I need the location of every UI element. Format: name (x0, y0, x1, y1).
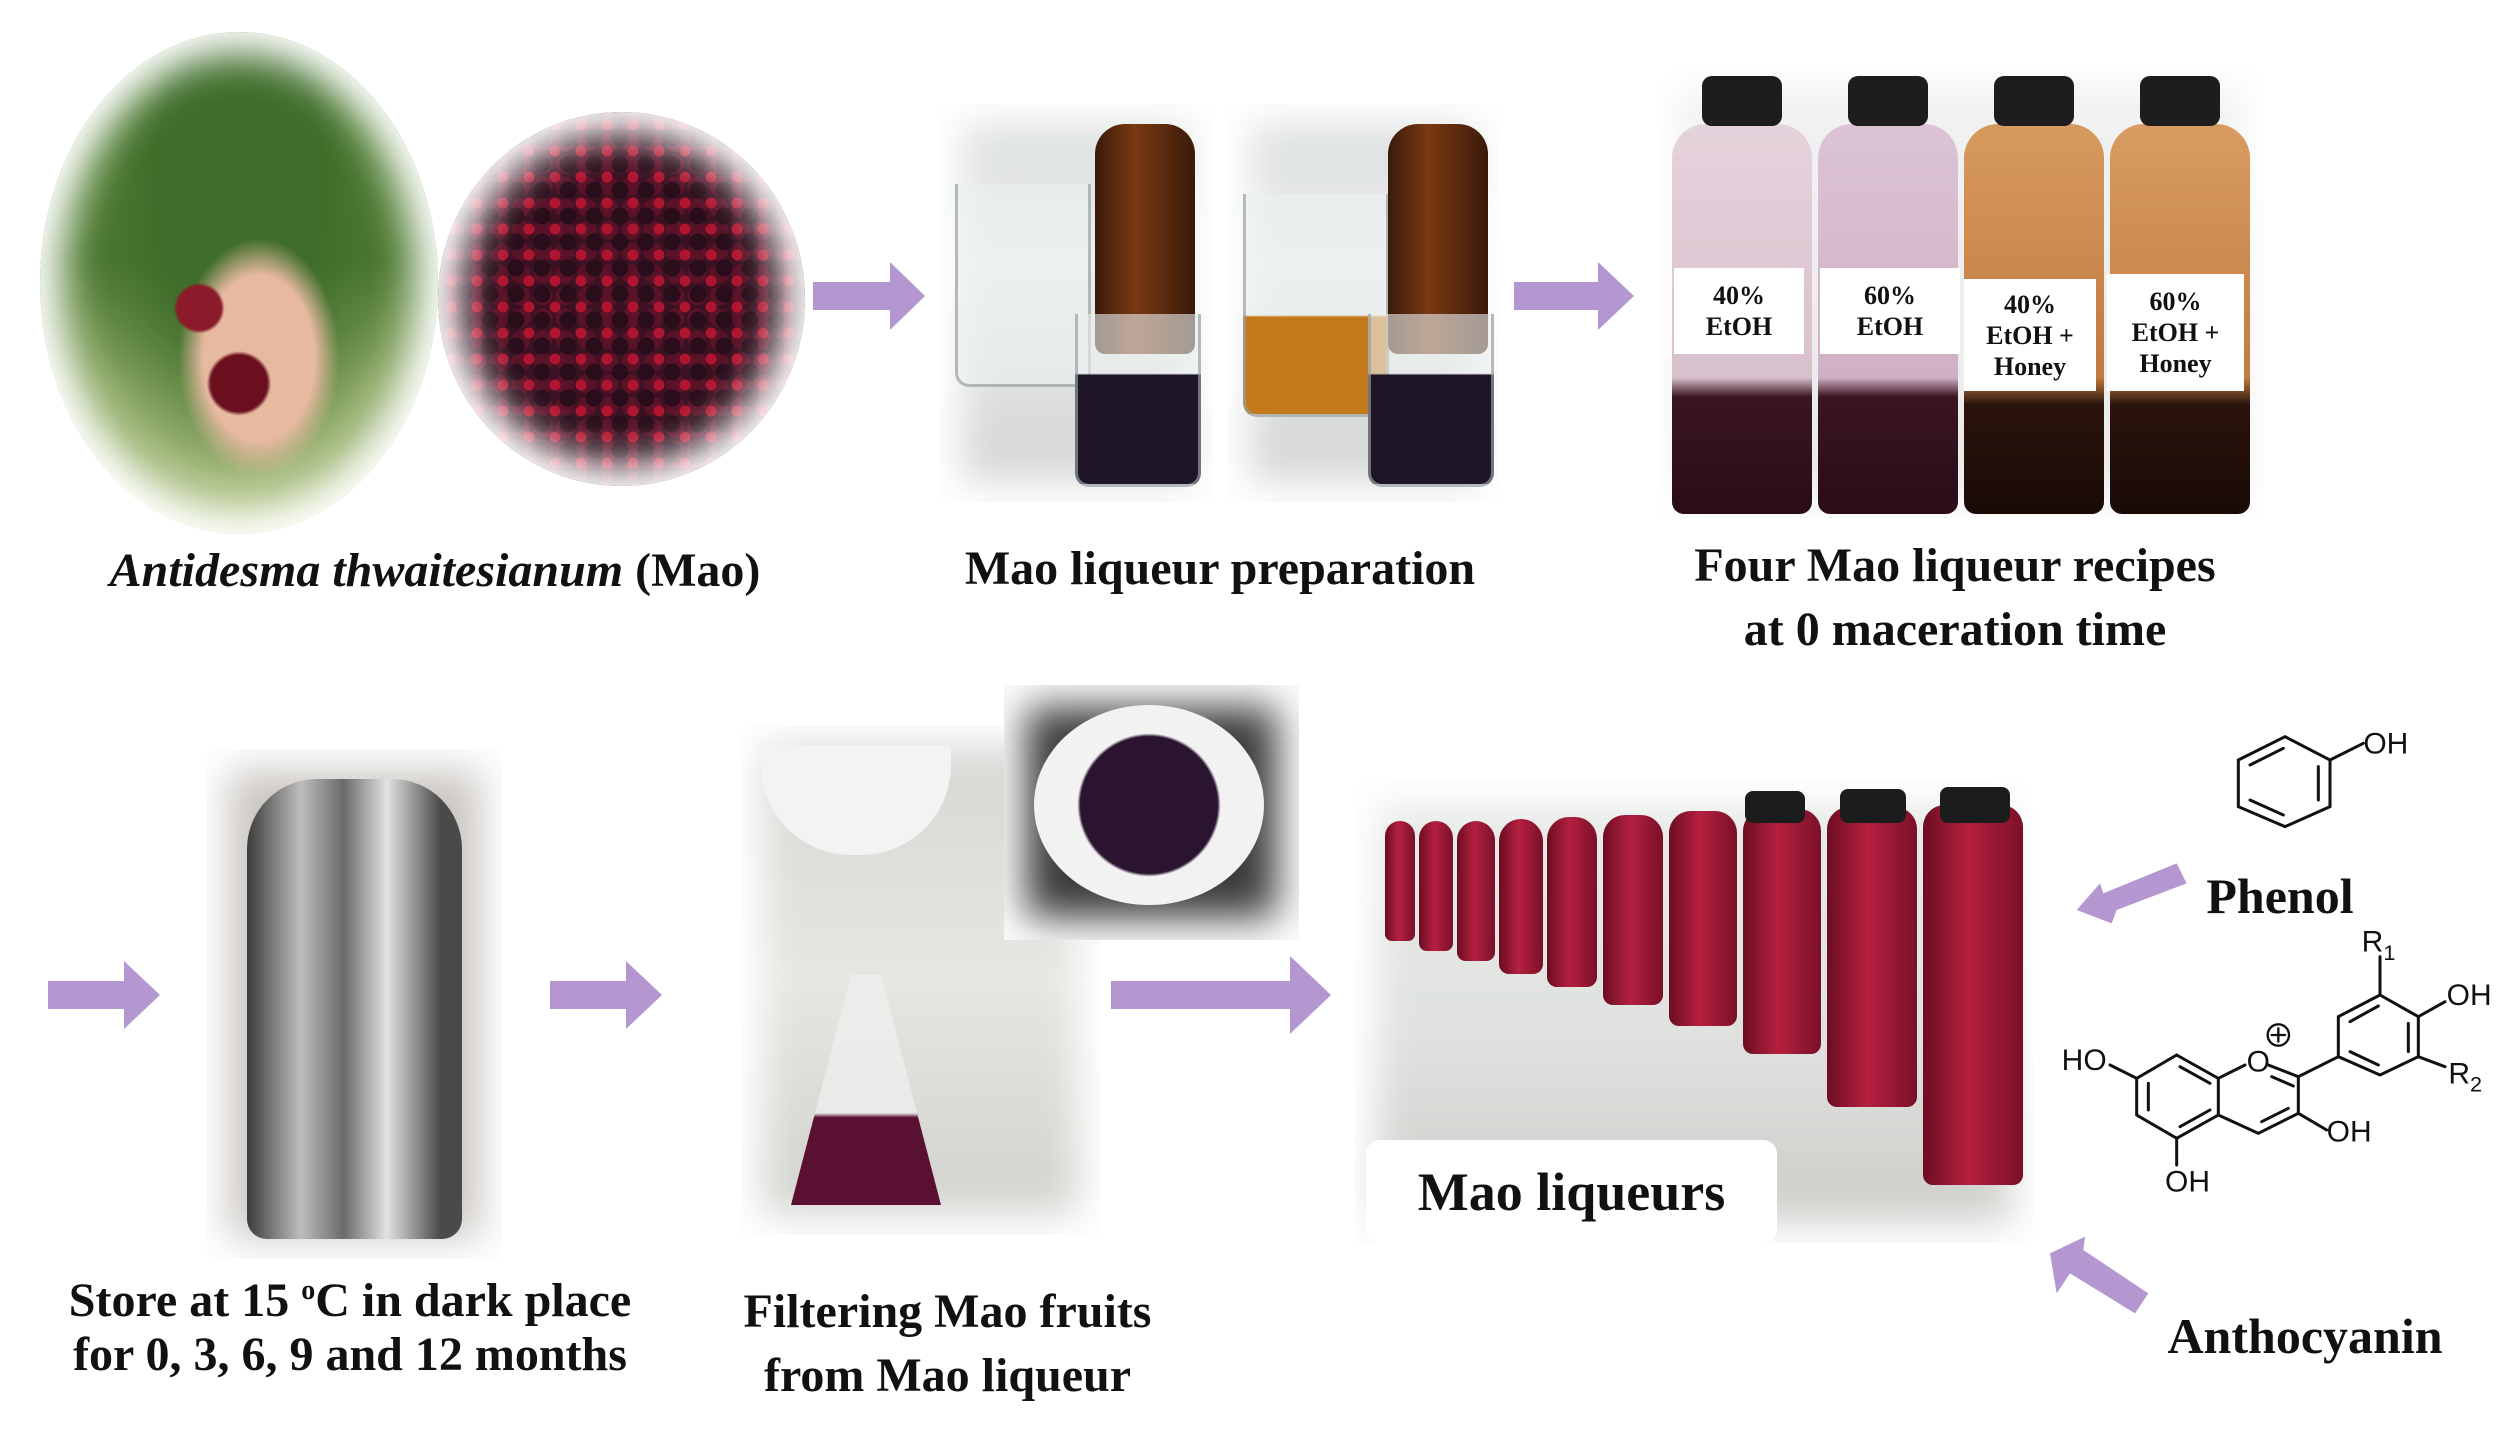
r-symbol: R (2362, 926, 2384, 959)
filtered-fruits-inset-photo (1004, 685, 1299, 940)
ho-label: HO (2062, 1044, 2107, 1077)
phenol-name: Phenol (2206, 868, 2354, 924)
bowl-of-fruits (1034, 705, 1264, 905)
liqueur-bottle (1419, 821, 1453, 951)
r2-subscript: 2 (2470, 1072, 2482, 1097)
filtering-caption-line2: from Mao liqueur (763, 1349, 1132, 1402)
foil-bottle (247, 779, 462, 1239)
storage-text: C in dark place (315, 1274, 632, 1327)
liqueur-bottle (1923, 805, 2023, 1185)
recipe-label-60-etoh-honey: 60% EtOH + Honey (2107, 274, 2244, 391)
liqueur-bottle (1385, 821, 1415, 941)
r1-label: R1 (2362, 926, 2396, 965)
ring-oxygen-label: O (2247, 1046, 2270, 1079)
species-name: Antidesma thwaitesianum (109, 544, 624, 597)
mao-liqueurs-label: Mao liqueurs (1366, 1140, 1777, 1243)
phenol-structure (2236, 734, 2365, 829)
phenol-oh-label: OH (2363, 727, 2408, 760)
r2-label: R2 (2448, 1057, 2482, 1096)
beaker-ethanol (955, 184, 1091, 387)
label-line: EtOH (1705, 312, 1773, 341)
storage-caption-line2: for 0, 3, 6, 9 and 12 months (73, 1328, 627, 1381)
degree-sup: o (301, 1275, 316, 1306)
bottle-cap (2140, 76, 2220, 126)
beaker-fruits (1368, 314, 1494, 487)
bottle-cap (1840, 789, 1906, 823)
filtering-caption-line1: Filtering Mao fruits (743, 1285, 1152, 1338)
recipe-label-60-etoh: 60% EtOH (1820, 268, 1960, 354)
liqueur-bottle (1457, 821, 1495, 961)
r-symbol: R (2448, 1057, 2470, 1090)
preparation-photo-2 (1228, 104, 1498, 502)
label-line: 40% (1713, 281, 1765, 310)
fruit-caption: Antidesma thwaitesianum (Mao) (40, 539, 830, 603)
beaker-fruits (1075, 314, 1201, 487)
arrow-right-icon (550, 961, 662, 1029)
beaker-honey (1243, 194, 1389, 417)
recipes-caption-line1: Four Mao liqueur recipes (1694, 539, 2216, 592)
label-line: Honey (1993, 351, 2067, 381)
bottle-cap (1994, 76, 2074, 126)
bottle-cap (1848, 76, 1928, 126)
liqueur-bottle (1743, 809, 1821, 1054)
liqueur-bottle (1547, 817, 1597, 987)
four-recipes-photo: 40% EtOH 60% EtOH 40% EtOH + Honey 60% E… (1658, 64, 2264, 518)
preparation-caption: Mao liqueur preparation (964, 542, 1476, 595)
label-line: EtOH + (1986, 320, 2074, 350)
bottle-cap (1940, 787, 2010, 823)
liqueur-bottle (1499, 819, 1543, 974)
arrow-left-down-icon (2076, 863, 2187, 924)
oh-label-4prime: OH (2447, 979, 2492, 1012)
foil-wrapped-bottle-photo (207, 749, 502, 1259)
anthocyanin-structure (2108, 955, 2447, 1167)
anthocyanin-name: Anthocyanin (2167, 1308, 2443, 1364)
recipe-label-40-etoh-honey: 40% EtOH + Honey (1964, 279, 2096, 391)
bottle-cap (1702, 76, 1782, 126)
liqueur-bottle (1669, 811, 1737, 1026)
storage-caption-line1: Store at 15 oC in dark place (20, 1259, 680, 1333)
label-line: EtOH (1856, 312, 1924, 341)
arrow-right-icon (1514, 262, 1634, 330)
r1-subscript: 1 (2383, 940, 2395, 965)
oh-label-3: OH (2327, 1116, 2372, 1149)
mao-plant-photo (40, 32, 438, 534)
arrow-right-icon (1111, 956, 1331, 1034)
oh-label-5: OH (2165, 1166, 2210, 1199)
bottle-cap (1745, 791, 1805, 823)
filtering-photo (741, 725, 1100, 1235)
preparation-photo-1 (940, 104, 1212, 502)
label-line: EtOH + (2131, 318, 2220, 347)
liqueur-bottle (1827, 807, 1917, 1107)
recipes-caption-line2: at 0 maceration time (1743, 603, 2167, 656)
label-line: 40% (2004, 289, 2056, 319)
arrow-left-up-icon (2050, 1236, 2149, 1314)
mao-berries-photo (438, 112, 805, 486)
label-line: 60% (2149, 287, 2202, 316)
arrow-right-icon (813, 262, 925, 330)
liqueur-bottle (1603, 815, 1663, 1005)
chemical-structures: OH O HO OH OH OH R1 R2 (2050, 727, 2492, 1314)
recipe-label-40-etoh: 40% EtOH (1674, 268, 1804, 354)
arrow-right-icon (48, 961, 160, 1029)
storage-text: Store at 15 (68, 1274, 302, 1327)
label-line: 60% (1864, 281, 1916, 310)
common-name: (Mao) (623, 544, 761, 597)
label-line: Honey (2139, 349, 2212, 378)
